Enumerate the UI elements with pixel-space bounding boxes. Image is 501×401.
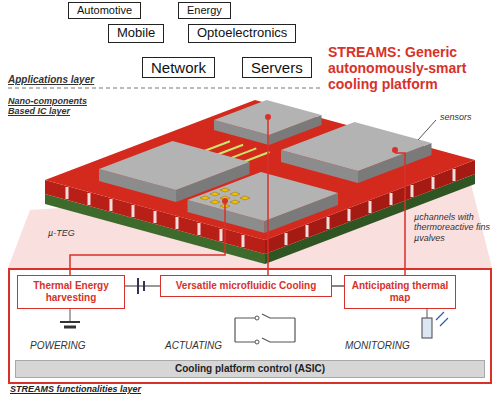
switch-contact — [255, 316, 259, 320]
function-box: Thermal Energy harvesting — [17, 275, 125, 309]
layer-label: Nano-components Based IC layer — [8, 96, 100, 117]
panel-heading: STREAMS functionalities layer — [10, 384, 141, 394]
connector — [125, 285, 160, 286]
chip-top — [188, 172, 339, 221]
sensor-symbol — [422, 318, 432, 338]
node-text: Anticipating thermal map — [351, 280, 449, 304]
node-text: Thermal Energy harvesting — [24, 280, 118, 304]
node-text: Servers — [251, 59, 303, 76]
leader-dot — [222, 198, 228, 204]
node-text: Mobile — [117, 26, 155, 41]
application-box: Energy — [178, 2, 231, 19]
application-box: Servers — [242, 57, 312, 78]
node-text: Cooling platform control (ASIC) — [20, 363, 480, 375]
panel-ground — [8, 268, 492, 384]
board-top — [45, 100, 475, 240]
connector — [332, 285, 344, 286]
node-text: Energy — [187, 4, 222, 17]
title: STREAMS: Generic autonomously-smart cool… — [328, 44, 494, 92]
part-label: sensors — [440, 112, 472, 122]
function-label: MONITORING — [345, 340, 410, 352]
sensor-leader — [418, 120, 436, 140]
layer-divider — [8, 88, 322, 89]
battery-symbol — [60, 321, 80, 323]
function-label: POWERING — [30, 340, 86, 352]
leader-line — [395, 153, 405, 275]
function-label: ACTUATING — [165, 340, 222, 352]
sensor-wire — [427, 308, 428, 318]
switch-symbol — [235, 314, 295, 342]
node-text: Optoelectronics — [197, 26, 287, 41]
function-box: Anticipating thermal map — [344, 275, 456, 309]
application-box: Optoelectronics — [188, 24, 296, 43]
node-text: Automotive — [77, 4, 132, 17]
functionalities-panel: STREAMS functionalities layerThermal Ene… — [8, 268, 492, 384]
battery-wire — [70, 308, 71, 322]
application-box: Network — [142, 57, 215, 78]
application-box: Automotive — [68, 2, 141, 19]
chip-top — [281, 122, 432, 171]
battery-symbol — [64, 326, 76, 329]
sensor-arrows — [436, 312, 448, 326]
part-label: µ-TEG — [48, 228, 75, 238]
function-box: Versatile microfluidic Cooling — [160, 275, 332, 297]
node-text: Versatile microfluidic Cooling — [167, 280, 325, 292]
chip-top — [99, 141, 250, 190]
node-text: Network — [151, 59, 206, 76]
control-bar: Cooling platform control (ASIC) — [15, 360, 485, 378]
switch-contact — [255, 340, 259, 344]
leader-line — [267, 120, 269, 275]
leader-dot — [392, 147, 398, 153]
leader-line — [70, 204, 225, 275]
leader-dot — [265, 114, 271, 120]
application-box: Mobile — [108, 24, 164, 43]
layer-label: Applications layer — [8, 74, 94, 86]
part-label: µchannels with thermoreactive fins µvalv… — [414, 212, 494, 243]
